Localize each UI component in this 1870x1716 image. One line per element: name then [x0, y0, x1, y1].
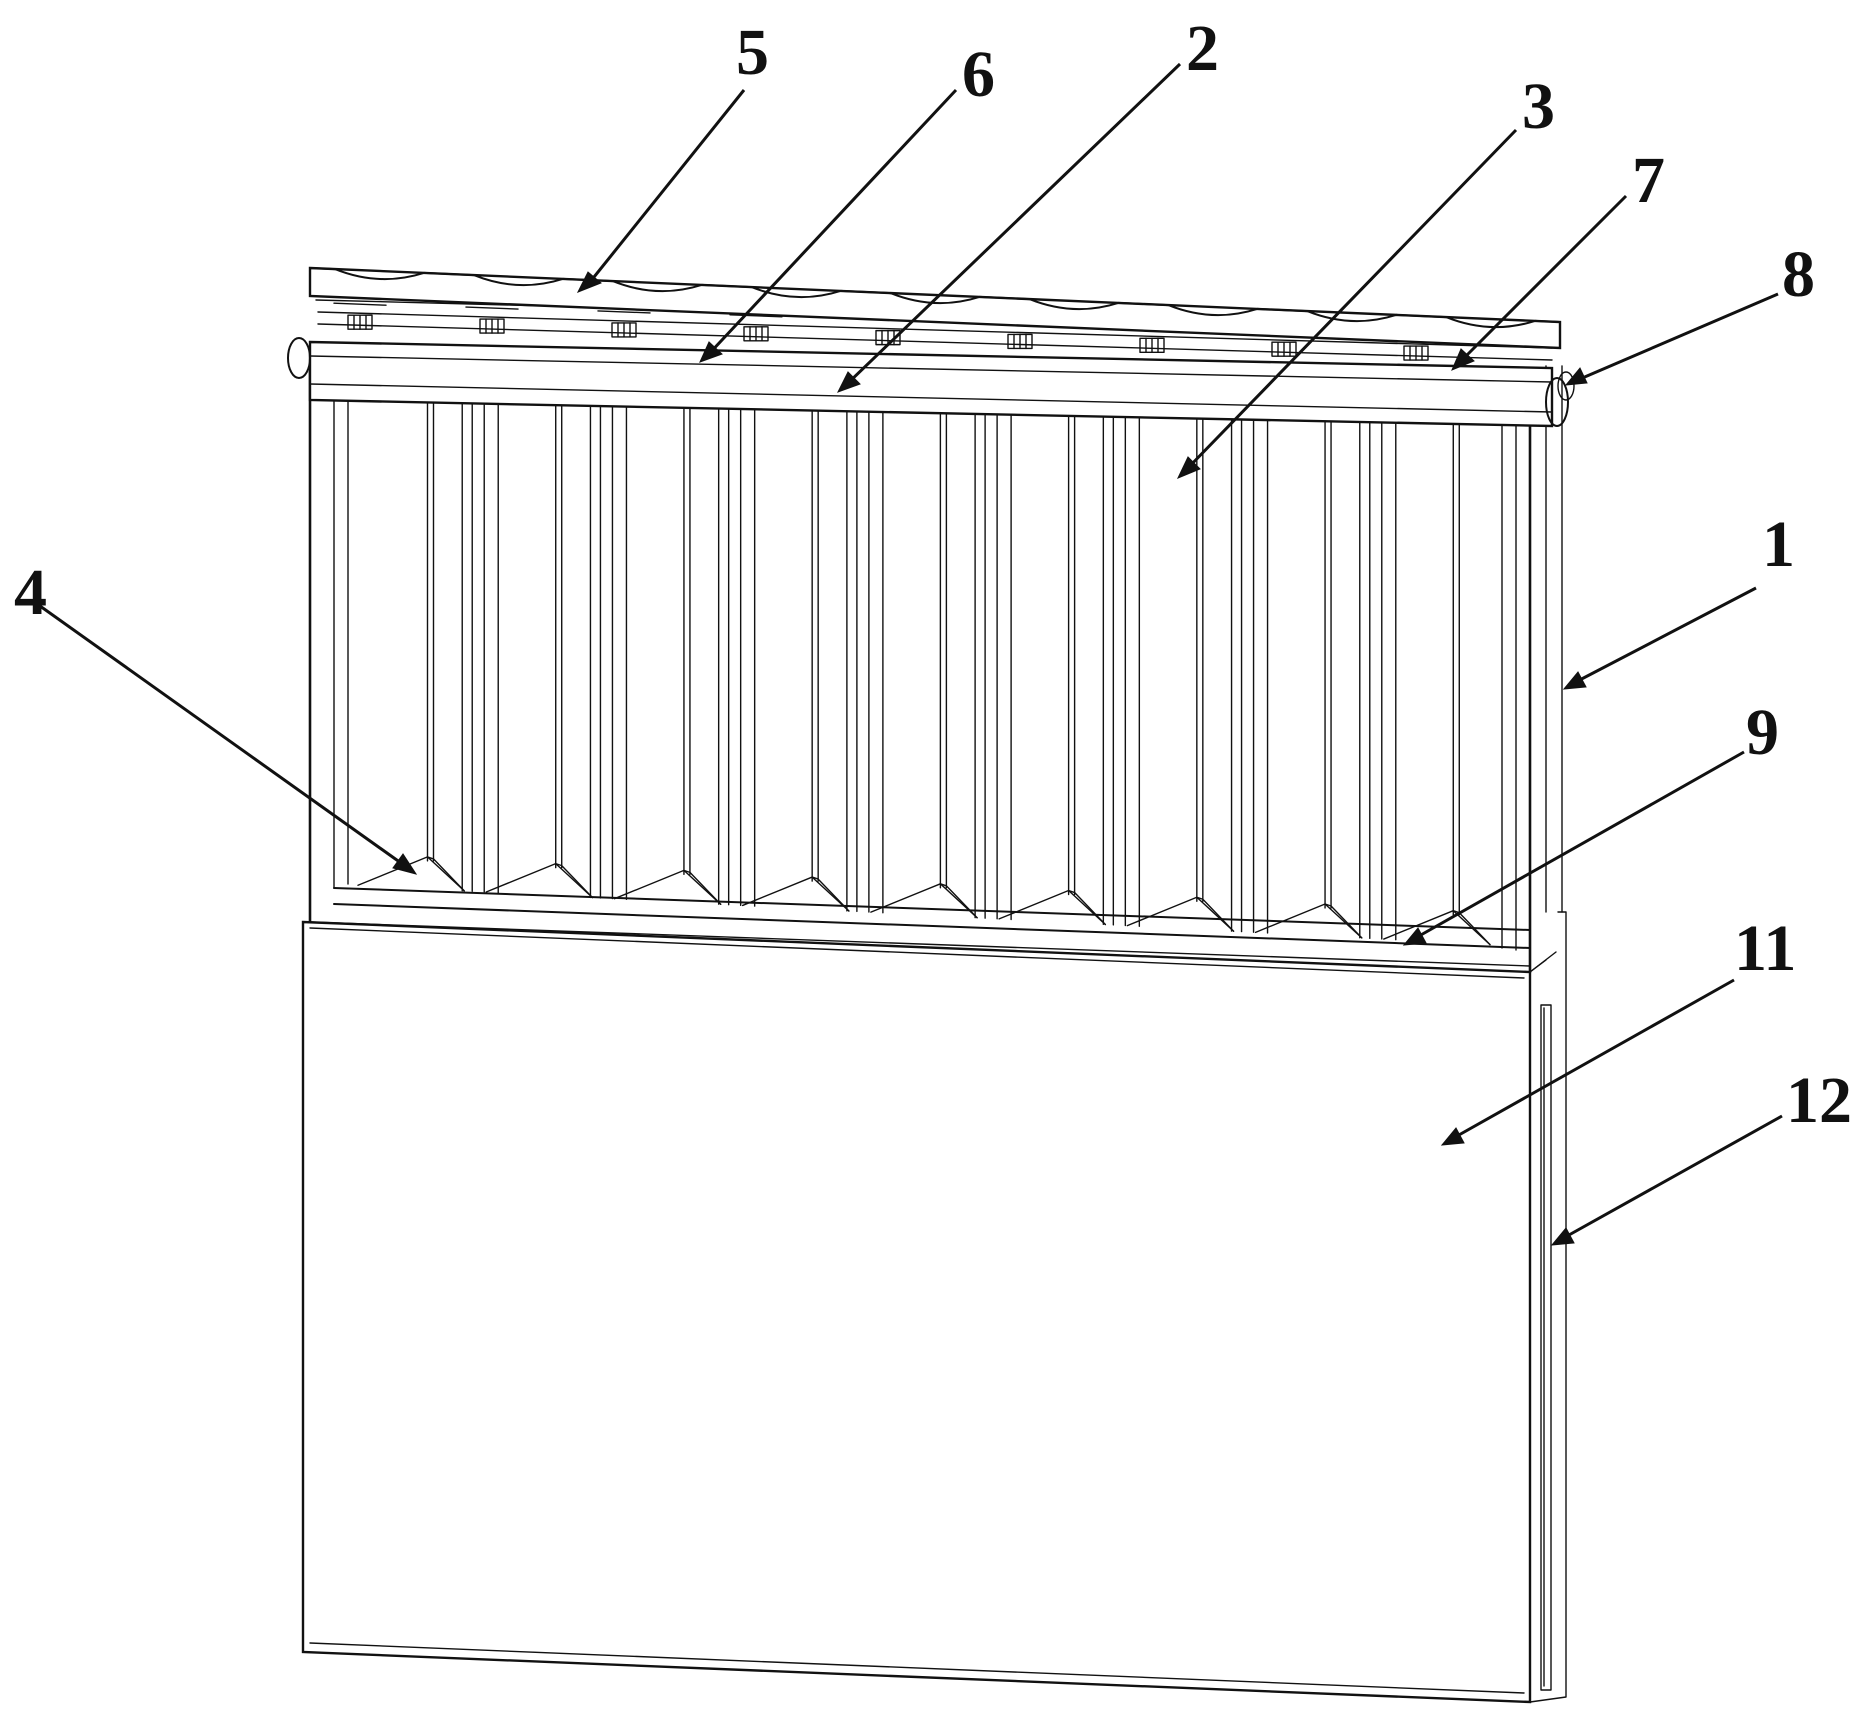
arrowhead-5	[576, 271, 602, 293]
lower-cover-panel	[301, 911, 1567, 1704]
bottom-rail	[309, 887, 1531, 967]
clamp-detail	[617, 322, 631, 338]
clamp-detail	[1013, 333, 1027, 350]
arrowhead-6	[699, 341, 723, 363]
clamp-bracket	[465, 306, 519, 310]
callout-3: 3	[1522, 70, 1555, 143]
bottom-wedge	[555, 862, 594, 899]
clamp-detail	[1277, 341, 1291, 357]
callout-4: 4	[14, 556, 47, 629]
clamp-detail	[1145, 337, 1159, 354]
arrowhead-7	[1451, 348, 1475, 371]
arrowhead-12	[1550, 1227, 1575, 1246]
callout-labels: 5 6 2 3 7 8 1 4 9 11 12	[14, 12, 1852, 1137]
bottom-wedge	[1324, 903, 1363, 939]
leader-1	[1571, 586, 1757, 686]
leader-6	[705, 88, 958, 358]
callout-7: 7	[1632, 144, 1665, 217]
bottom-wedge	[811, 876, 850, 912]
clamp-bracket	[597, 310, 651, 314]
callout-9: 9	[1746, 696, 1779, 769]
callout-12: 12	[1786, 1064, 1852, 1137]
partition-bays	[357, 388, 1491, 946]
leader-2	[844, 62, 1182, 387]
top-scalloped-bar	[308, 266, 1562, 350]
leader-9	[1411, 750, 1745, 942]
callout-2: 2	[1186, 12, 1219, 85]
leader-5	[584, 89, 746, 288]
bottom-wedge	[683, 869, 722, 905]
clamp-row	[317, 302, 1553, 361]
callout-8: 8	[1782, 238, 1815, 311]
arrowhead-2	[836, 371, 861, 393]
leader-12	[1559, 1114, 1783, 1242]
clamp-detail	[749, 326, 763, 342]
bottom-wedge	[1196, 896, 1235, 932]
arrowhead-9	[1402, 927, 1427, 946]
clamp-bracket	[333, 302, 387, 306]
callout-1: 1	[1762, 508, 1795, 581]
bottom-wedge	[426, 856, 465, 892]
arrowhead-8	[1564, 367, 1588, 386]
callout-11: 11	[1734, 912, 1796, 985]
leader-3	[1184, 128, 1518, 472]
bottom-wedge	[939, 883, 978, 919]
leader-11	[1449, 978, 1735, 1142]
leader-7	[1456, 194, 1628, 366]
arrowhead-11	[1440, 1127, 1465, 1146]
top-rail	[287, 337, 1575, 428]
callout-5: 5	[736, 16, 769, 89]
arrowhead-3	[1176, 456, 1201, 479]
leader-8	[1572, 292, 1779, 384]
callout-6: 6	[962, 38, 995, 111]
leader-4	[39, 604, 409, 870]
bottom-wedge	[1067, 889, 1107, 926]
arrowhead-1	[1562, 671, 1587, 690]
clamp-detail	[353, 314, 367, 330]
leader-lines	[39, 62, 1783, 1246]
clamp-detail	[485, 318, 499, 334]
arrowhead-4	[392, 853, 418, 875]
clamp-detail	[1409, 345, 1423, 361]
